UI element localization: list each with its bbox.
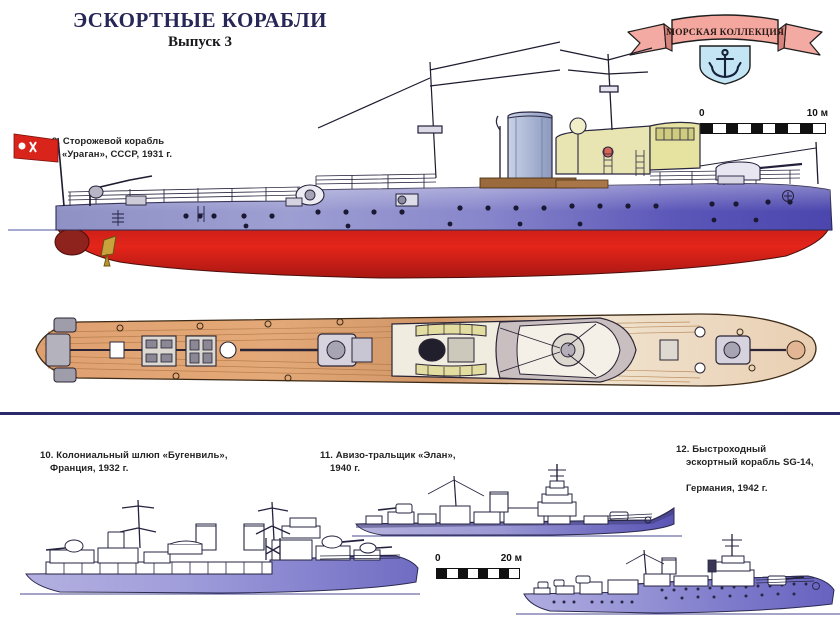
bougainville-masts [119,499,291,560]
funnel [495,111,553,181]
elan-superstructure [365,505,609,525]
funnel-opening-plan [418,338,446,362]
bougainville-forward-guns [321,535,393,554]
bougainville-stern-gear [45,531,125,553]
ship-uragan-side-profile [0,30,840,290]
ship-elan-side-profile [352,462,682,542]
caption-ship-bougainville: 10. Колониальный шлюп «Бугенвиль», Франц… [40,436,228,488]
bougainville-funnels [195,523,265,551]
caption-ship-sg14-line3: Германия, 1942 г. [686,483,768,494]
caption-ship-bougainville-line2: Франция, 1932 г. [50,463,129,474]
section-divider [0,412,840,415]
bow-anchor-glyph [784,192,792,201]
elan-bridge-tower [537,480,577,517]
porthole-row-upper [183,199,793,219]
morskaya-kollekciya-logo: МОРСКАЯ КОЛЛЕКЦИЯ [620,4,830,85]
elan-funnel [489,491,509,513]
ribbon-right-fold [777,22,787,52]
stern-fittings [13,133,153,207]
elan-aft-gun [377,503,413,514]
sg14-anchor-icon [812,582,820,590]
depth-charge-racks [141,335,237,367]
forward-armament [715,161,803,185]
ship-bougainville-side-profile [20,498,420,608]
anchor-icon [708,48,742,79]
caption-ship-elan-line1: 11. Авизо-тральщик «Элан», [320,450,456,461]
forestay [699,147,817,167]
scale-top-min-label: 0 [699,108,705,119]
scale-bar-bottom: 0 20 м [435,553,522,579]
caption-ship-elan-line2: 1940 г. [330,463,361,474]
scale-bottom-min-label: 0 [435,553,441,564]
caption-ship-sg14: 12. Быстроходный эскортный корабль SG-14… [676,430,814,508]
ribbon-left-tail [627,23,667,56]
stern-winch [88,185,104,199]
soviet-naval-ensign [13,133,59,163]
scale-bottom-bar [436,568,520,579]
sg14-director [707,559,717,573]
bougainville-stanchions [63,562,263,574]
sg14-rigging [625,553,665,565]
bougainville-fwd-railing [319,554,401,560]
mainmast [317,41,561,179]
foremast [559,47,653,131]
caption-ship-elan: 11. Авизо-тральщик «Элан», 1940 г. [320,436,456,488]
caption-ship-sg14-line1: 12. Быстроходный [676,444,767,455]
sg14-railings [755,577,815,584]
sg14-aftmast [643,549,647,575]
hull-below-waterline [56,229,829,279]
searchlight [569,117,587,135]
elan-yardarm [548,469,566,477]
bow-anchor-icon [782,190,794,202]
ribbon-right-tail [783,23,823,56]
elan-rigging [427,479,485,497]
elan-railings [607,513,653,520]
bridge-windows [655,127,695,141]
scale-top-bar [700,123,826,134]
deck-hatches [116,318,756,382]
elan-aftmast [453,475,457,507]
sg14-yardarm [722,539,742,547]
ribbon-left-fold [663,22,673,52]
forward-deck-plan [659,326,786,374]
caption-ship-sg14-line2: эскортный корабль SG-14, [686,457,814,468]
caption-ship-uragan-line2: «Ураган», СССР, 1931 г. [62,149,173,160]
plan-rigging [499,323,597,377]
scale-top-max-label: 10 м [806,108,828,119]
porthole-row-lower [243,217,759,229]
page-title: ЭСКОРТНЫЕ КОРАБЛИ [73,8,327,32]
scale-bar-top: 0 10 м [699,108,828,134]
scale-bottom-max-label: 20 м [500,553,522,564]
forward-gun-barrel [759,162,803,170]
bougainville-main-deck [45,561,273,575]
ships-boats-plan [415,323,487,377]
draft-marks [112,206,205,226]
aft-mount-plan [240,333,373,367]
ship-sg14-side-profile [516,534,840,618]
bridge-superstructure [555,117,701,176]
page-subtitle: Выпуск 3 [168,34,232,50]
deckhouse-plan [447,337,475,363]
bougainville-boat-deck [167,517,321,555]
ship-uragan-deck-plan [0,298,840,403]
propeller-icon [100,235,117,267]
forward-gun-shield [715,161,761,181]
deck-plan-stern-gear [45,317,190,383]
ribbon-band [671,14,779,45]
deck-railing [67,169,801,206]
logo-banner-text: МОРСКАЯ КОЛЛЕКЦИЯ [666,28,784,38]
stern-deckhouse [125,195,147,206]
bougainville-deckhouses [49,539,381,564]
jackstaff [815,141,819,185]
wooden-deck-mid [555,179,609,189]
bow-tip-plan [786,340,806,360]
deck-fitting-red [602,146,614,158]
caption-ship-bougainville-line1: 10. Колониальный шлюп «Бугенвиль», [40,450,228,461]
aft-armament [285,184,419,207]
stern-skeg [54,228,90,256]
sg14-superstructure [533,555,755,595]
